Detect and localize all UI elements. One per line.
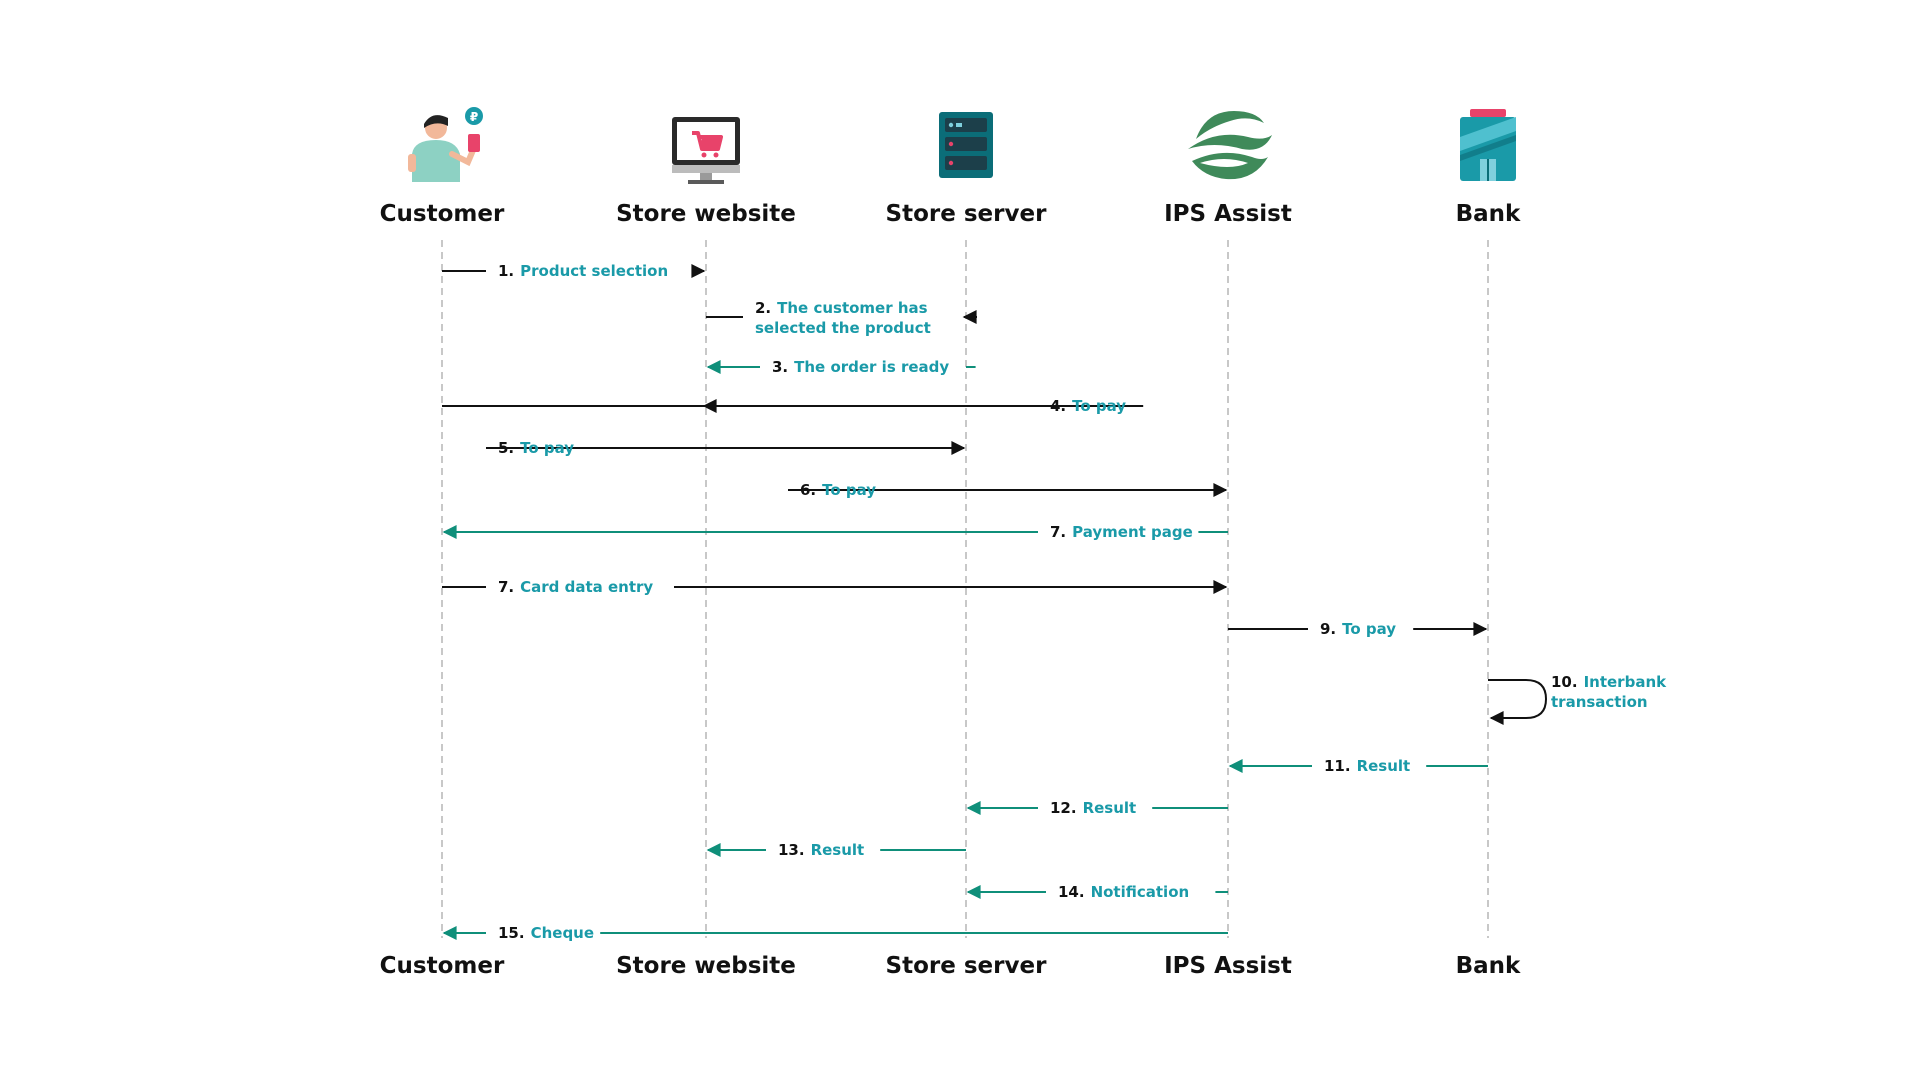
message-label: 9. To pay <box>1320 620 1396 638</box>
message-number: 4. <box>1050 397 1066 415</box>
actor-label-ips-assist: IPS Assist <box>1164 201 1292 227</box>
actor-label-store-server: Store server <box>886 201 1048 227</box>
message-label: 15. Cheque <box>498 924 594 942</box>
message-number: 6. <box>800 481 816 499</box>
bank-icon <box>1460 109 1516 181</box>
message-text: The order is ready <box>794 358 949 376</box>
message-text: Notification <box>1091 883 1190 901</box>
message-number: 7. <box>498 578 514 596</box>
message-label: 7. Payment page <box>1050 523 1193 541</box>
message-6: 6. To pay <box>788 481 1228 499</box>
actor-labels-top: Customer Store website Store server IPS Ass… <box>380 201 1521 227</box>
lifelines <box>441 240 1489 938</box>
message-text-line-2: transaction <box>1551 693 1648 711</box>
message-label: 2. The customer has <box>755 299 928 317</box>
message-text: To pay <box>520 439 574 457</box>
message-text: Result <box>1083 799 1137 817</box>
message-number: 15. <box>498 924 525 942</box>
message-label: 3. The order is ready <box>772 358 949 376</box>
message-1: 1. Product selection <box>442 262 706 280</box>
message-4: 4. To pay <box>442 397 1144 415</box>
message-label: 5. To pay <box>498 439 574 457</box>
message-text: Payment page <box>1072 523 1193 541</box>
monitor-cart-icon <box>672 117 740 184</box>
message-text: Result <box>1357 757 1411 775</box>
ips-assist-logo <box>1188 111 1272 180</box>
message-2: 2. The customer has selected the product <box>706 299 977 337</box>
message-text: To pay <box>1342 620 1396 638</box>
server-icon <box>939 112 993 178</box>
message-number: 7. <box>1050 523 1066 541</box>
message-arrow <box>1488 679 1548 725</box>
message-5: 5. To pay <box>486 439 966 457</box>
message-12: 12. Result <box>966 799 1228 817</box>
message-text: Interbank <box>1584 673 1668 691</box>
message-number: 11. <box>1324 757 1351 775</box>
message-label: 14. Notification <box>1058 883 1189 901</box>
message-number: 14. <box>1058 883 1085 901</box>
message-number: 2. <box>755 299 771 317</box>
actor-label-ips-assist-bottom: IPS Assist <box>1164 953 1292 979</box>
message-text: To pay <box>1072 397 1126 415</box>
message-text: The customer has <box>777 299 928 317</box>
actor-label-customer: Customer <box>380 201 505 227</box>
message-text: Cheque <box>531 924 594 942</box>
message-text: Result <box>811 841 865 859</box>
message-text: Card data entry <box>520 578 653 596</box>
actor-label-bank: Bank <box>1456 201 1521 227</box>
message-label: 6. To pay <box>800 481 876 499</box>
customer-icon: ₽ <box>408 107 483 182</box>
message-label: 11. Result <box>1324 757 1410 775</box>
message-number: 3. <box>772 358 788 376</box>
message-9: 9. To pay <box>1228 620 1488 638</box>
message-label: 7. Card data entry <box>498 578 653 596</box>
actor-label-store-server-bottom: Store server <box>886 953 1048 979</box>
actor-label-bank-bottom: Bank <box>1456 953 1521 979</box>
messages: 1. Product selection 2. The customer has sel… <box>442 262 1667 942</box>
message-14: 14. Notification <box>966 883 1228 901</box>
actor-label-store-website-bottom: Store website <box>616 953 796 979</box>
message-number: 13. <box>778 841 805 859</box>
message-number: 5. <box>498 439 514 457</box>
message-10: 10. Interbank transaction <box>1488 673 1667 725</box>
message-number: 10. <box>1551 673 1578 691</box>
message-text: To pay <box>822 481 876 499</box>
svg-text:₽: ₽ <box>470 110 478 124</box>
message-label: 1. Product selection <box>498 262 668 280</box>
message-8: 7. Card data entry <box>442 578 1228 596</box>
message-13: 13. Result <box>706 841 966 859</box>
message-label: 12. Result <box>1050 799 1136 817</box>
actor-label-customer-bottom: Customer <box>380 953 505 979</box>
message-text-line-2: selected the product <box>755 319 931 337</box>
message-label: 10. Interbank <box>1551 673 1667 691</box>
message-15: 15. Cheque <box>442 924 1228 942</box>
actor-labels-bottom: Customer Store website Store server IPS Ass… <box>380 953 1521 979</box>
message-3: 3. The order is ready <box>706 358 976 376</box>
message-label: 4. To pay <box>1050 397 1126 415</box>
message-number: 9. <box>1320 620 1336 638</box>
message-7: 7. Payment page <box>442 523 1228 541</box>
actor-label-store-website: Store website <box>616 201 796 227</box>
message-11: 11. Result <box>1228 757 1488 775</box>
message-label: 13. Result <box>778 841 864 859</box>
message-text: Product selection <box>520 262 668 280</box>
message-number: 1. <box>498 262 514 280</box>
message-number: 12. <box>1050 799 1077 817</box>
